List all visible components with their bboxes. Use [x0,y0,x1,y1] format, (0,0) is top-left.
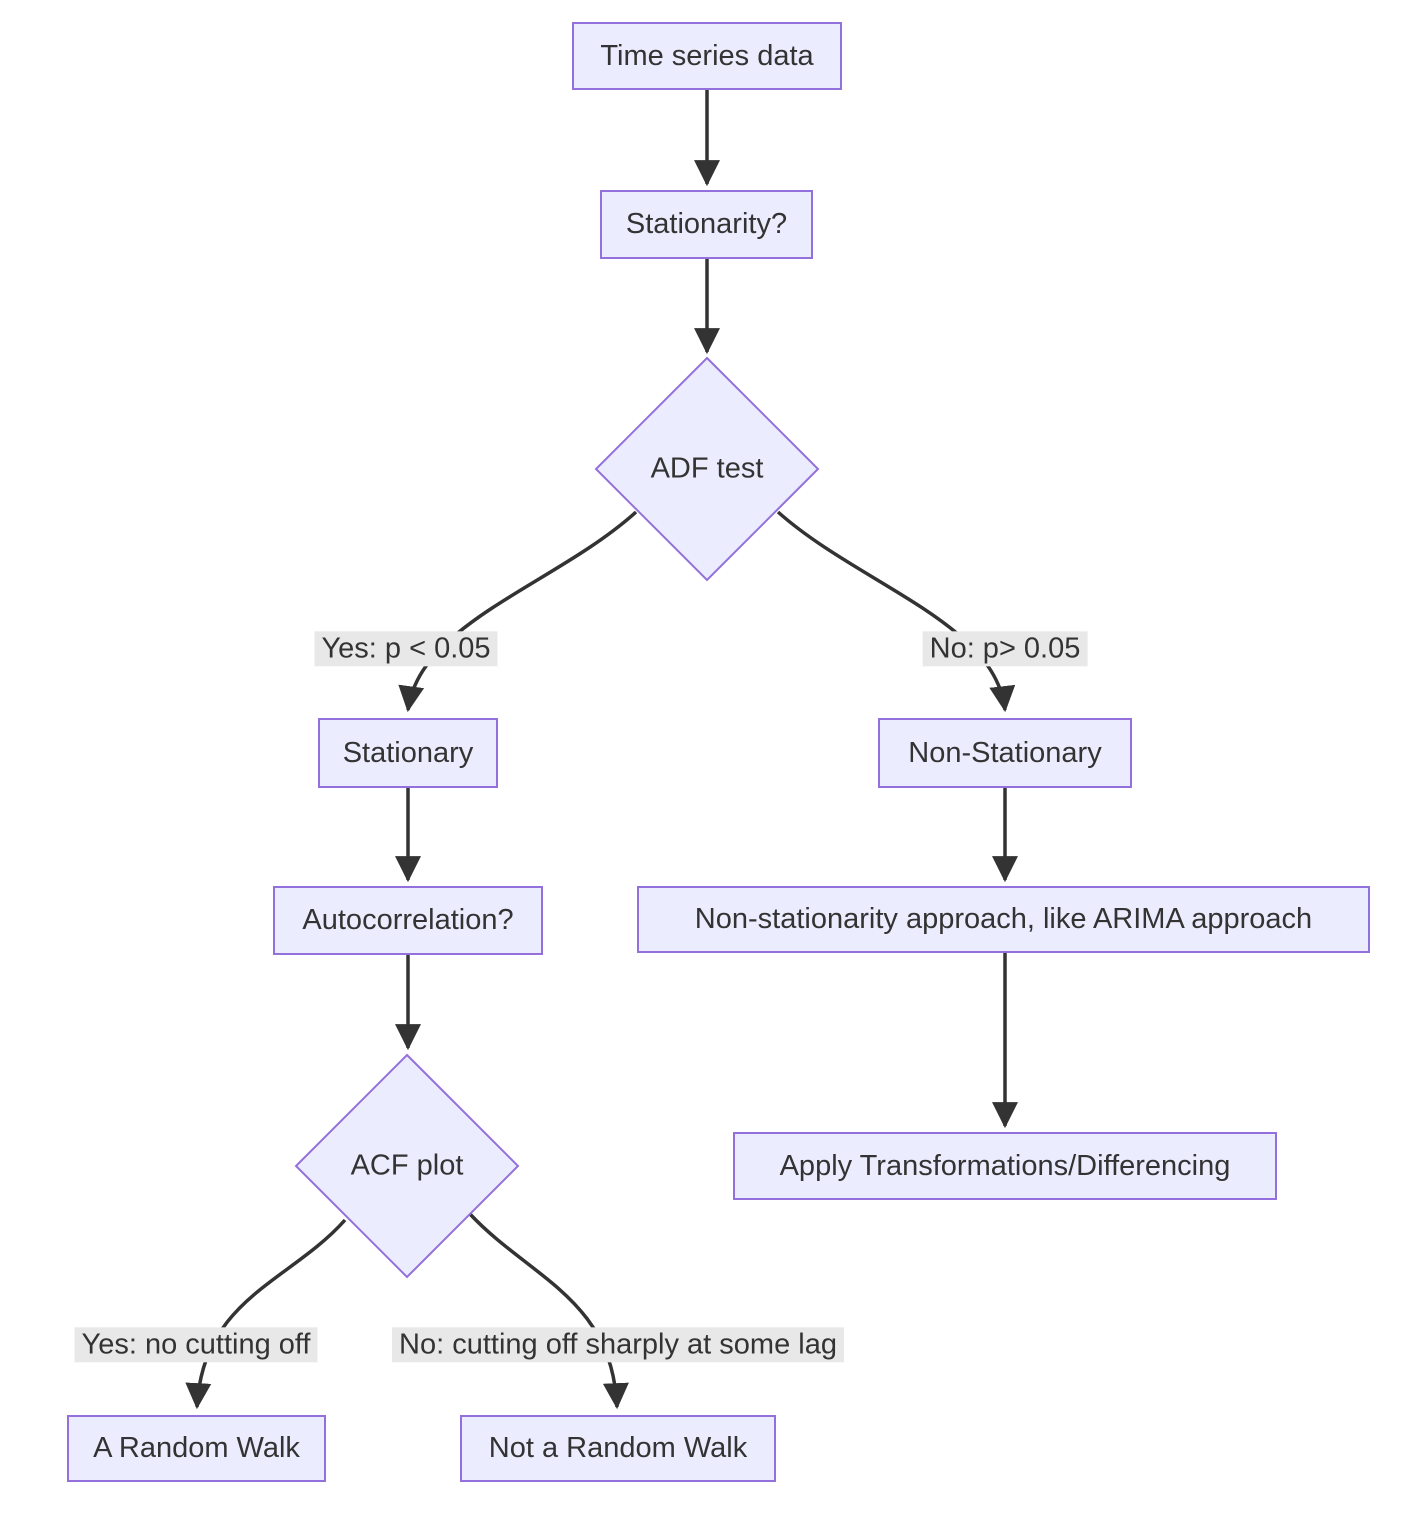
node-acf-plot-diamond [294,1053,520,1279]
edge-adf-to-stationary [398,510,638,713]
edge-label-adf-no: No: p> 0.05 [922,631,1088,667]
edge-acf-to-notrandomwalk [468,1212,629,1410]
node-non-stationary: Non-Stationary [878,718,1132,788]
edge-adf-to-nonstationary [776,510,1016,713]
node-time-series-data: Time series data [572,22,842,90]
edge-label-acf-no: No: cutting off sharply at some lag [392,1327,844,1363]
node-apply-transformations: Apply Transformations/Differencing [733,1132,1277,1200]
node-a-random-walk: A Random Walk [67,1415,326,1482]
node-stationarity: Stationarity? [600,190,813,259]
edge-acf-to-randomwalk [185,1218,347,1410]
node-adf-test-diamond [594,356,820,582]
node-acf-plot-label: ACF plot [350,1149,464,1182]
node-autocorrelation: Autocorrelation? [273,886,543,955]
node-adf-test-label: ADF test [650,452,764,485]
node-arima-approach: Non-stationarity approach, like ARIMA ap… [637,886,1370,953]
node-stationary: Stationary [318,718,498,788]
node-not-a-random-walk: Not a Random Walk [460,1415,776,1482]
edge-label-acf-yes: Yes: no cutting off [74,1327,318,1363]
edge-label-adf-yes: Yes: p < 0.05 [314,631,498,667]
